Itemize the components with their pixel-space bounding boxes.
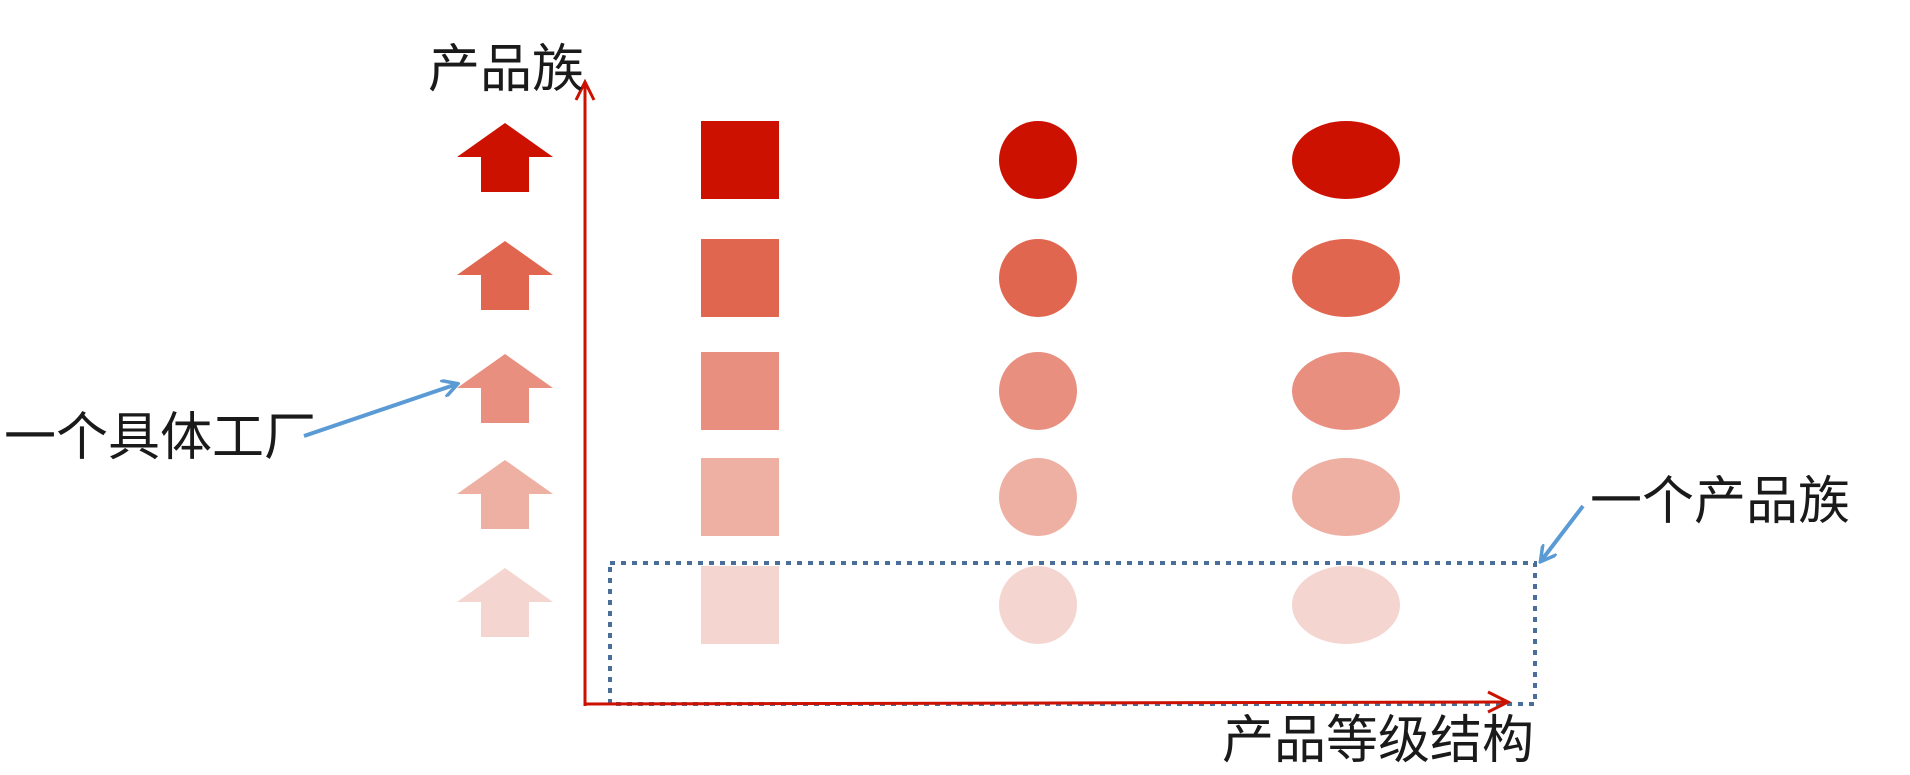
- ellipse-product-row-2: [1292, 239, 1400, 317]
- circle-product-row-4: [999, 458, 1077, 536]
- x-axis-arrowhead: [1487, 690, 1512, 714]
- square-product-row-2: [701, 239, 779, 317]
- factory-arrow-row-4: [457, 460, 553, 529]
- circle-product-row-1: [999, 121, 1077, 199]
- square-product-row-3: [701, 352, 779, 430]
- x-axis-arrow: [584, 700, 1509, 706]
- ellipse-product-row-4: [1292, 458, 1400, 536]
- factory-arrow-row-1: [457, 123, 553, 192]
- y-axis-arrowhead: [574, 78, 596, 101]
- ellipse-product-row-5: [1292, 566, 1400, 644]
- factory-arrow-row-2: [457, 241, 553, 310]
- ellipse-product-row-1: [1292, 121, 1400, 199]
- square-product-row-1: [701, 121, 779, 199]
- square-product-row-5: [701, 566, 779, 644]
- family-callout-arrow: [1541, 504, 1585, 561]
- family-callout-label: 一个产品族: [1590, 472, 1851, 532]
- factory-arrow-row-5: [457, 568, 553, 637]
- y-axis-label: 产品族: [428, 40, 585, 100]
- factory-arrow-row-3: [457, 354, 553, 423]
- product-family-box: [608, 561, 1537, 706]
- circle-product-row-3: [999, 352, 1077, 430]
- square-product-row-4: [701, 458, 779, 536]
- ellipse-product-row-3: [1292, 352, 1400, 430]
- circle-product-row-5: [999, 566, 1077, 644]
- factory-callout-arrow: [303, 384, 457, 438]
- x-axis-label: 产品等级结构: [1222, 711, 1535, 771]
- factory-callout-label: 一个具体工厂: [4, 408, 317, 468]
- circle-product-row-2: [999, 239, 1077, 317]
